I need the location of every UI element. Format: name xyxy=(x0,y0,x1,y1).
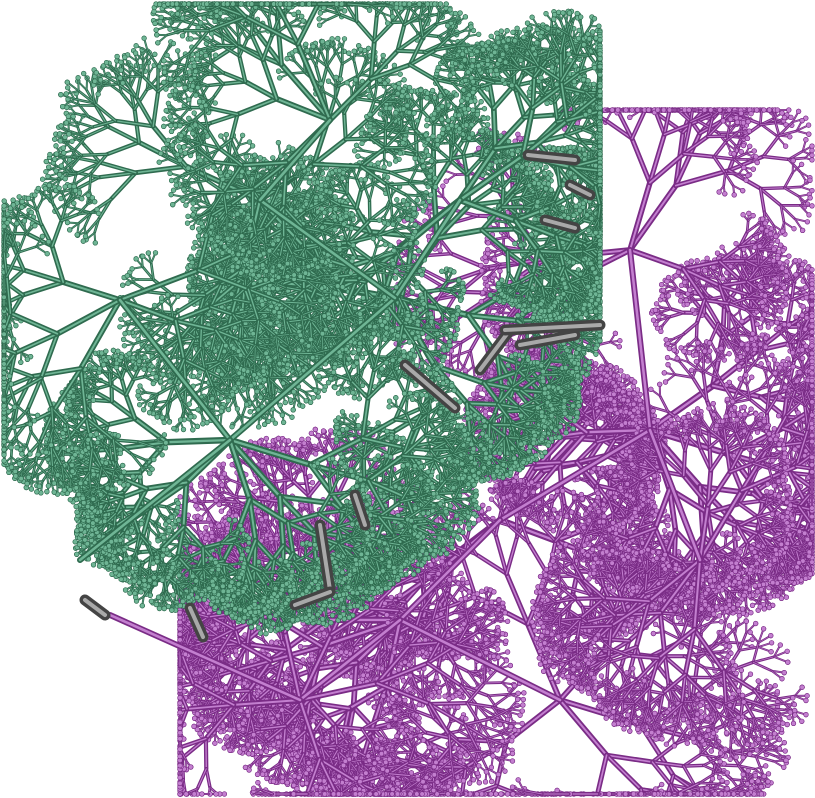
tree-diagram xyxy=(0,0,815,798)
diagram-canvas xyxy=(0,0,815,798)
